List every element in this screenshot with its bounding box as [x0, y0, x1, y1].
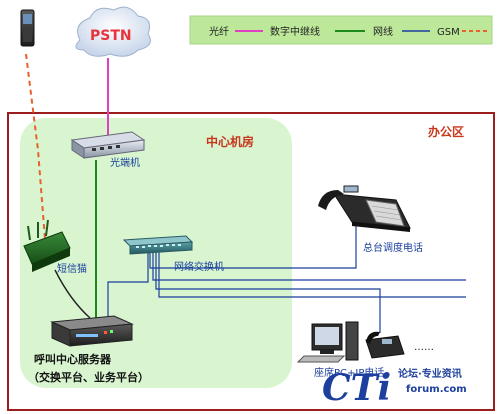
optical-terminal-label: 光端机 [110, 156, 140, 169]
call-center-server-icon [50, 315, 134, 347]
network-switch-icon [122, 235, 194, 255]
more-seats-ellipsis: …… [414, 342, 434, 353]
watermark-tagline: 论坛·专业资讯 [398, 367, 462, 380]
legend-lan-label: 网线 [373, 25, 393, 38]
dispatch-phone-icon [318, 185, 411, 232]
watermark-site: forum.com [406, 384, 467, 395]
pstn-cloud-icon: PSTN [75, 6, 151, 57]
sms-cable [54, 269, 91, 319]
center-room-label: 中心机房 [206, 134, 254, 149]
legend-trunk-label: 数字中继线 [270, 25, 320, 38]
server-label-line2: （交换平台、业务平台） [28, 370, 149, 384]
legend-fiber-label: 光纤 [209, 25, 229, 38]
seat-pc-icon [296, 321, 359, 363]
network-switch-label: 网络交换机 [174, 260, 224, 273]
server-label-line1: 呼叫中心服务器 [34, 352, 112, 366]
seat-label: 座席PC+IP电话 [314, 366, 384, 379]
legend: 光纤 数字中继线 网线 GSM [189, 15, 493, 45]
sms-cat-icon [23, 219, 71, 272]
office-area-label: 办公区 [428, 124, 464, 139]
lan-server-switch [107, 252, 149, 320]
office-area-border [7, 112, 495, 411]
watermark-logo-text: CTi [322, 367, 391, 409]
ip-phone-icon [365, 331, 405, 359]
sms-cat-label: 短信猫 [57, 262, 87, 275]
lan-switch-phone [149, 214, 357, 269]
pstn-label: PSTN [90, 28, 132, 44]
legend-gsm-label: GSM [437, 27, 460, 38]
lan-switch-east3 [158, 252, 466, 298]
lan-switch-east1 [152, 252, 466, 281]
dispatch-phone-label: 总台调度电话 [363, 241, 423, 254]
cti-watermark-logo: CTi 论坛·专业资讯 forum.com [322, 367, 467, 409]
lan-switch-east2 [155, 252, 381, 333]
mobile-phone-icon [20, 9, 35, 47]
optical-terminal-icon [70, 131, 146, 159]
gsm-link [25, 53, 47, 253]
